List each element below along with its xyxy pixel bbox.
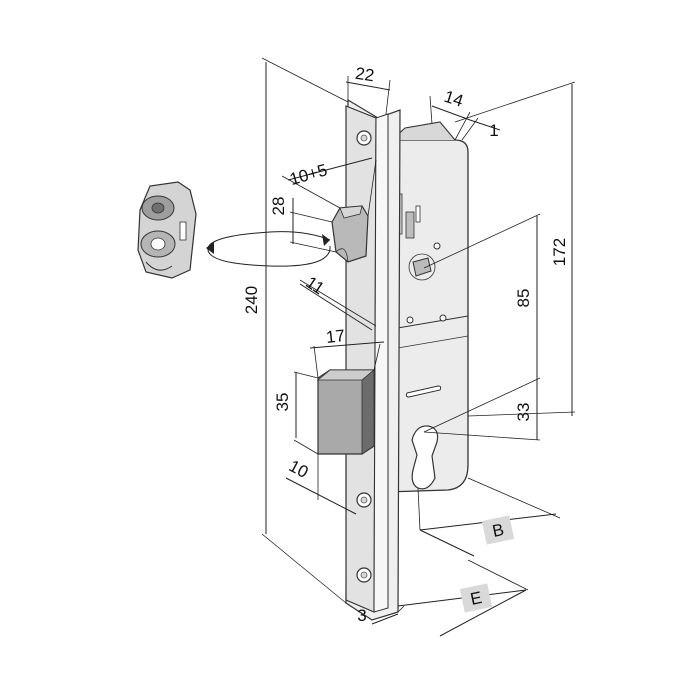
label-85: 85: [514, 289, 533, 308]
label-b: B: [491, 520, 506, 541]
label-10: 10: [286, 456, 312, 482]
label-28: 28: [269, 197, 288, 216]
label-240: 240: [242, 286, 261, 314]
latch-bolt: [331, 205, 369, 263]
reverse-arrow-icon: [206, 231, 331, 267]
label-10-plus-5: 10+5: [287, 160, 329, 189]
latch-detail-icon: [137, 181, 197, 279]
label-22: 22: [354, 64, 375, 85]
label-b-box: B: [481, 515, 515, 545]
label-1: 1: [489, 121, 498, 140]
label-e-box: E: [459, 583, 493, 613]
label-3: 3: [357, 606, 366, 625]
label-e: E: [469, 588, 484, 609]
faceplate: [345, 98, 401, 621]
label-17: 17: [325, 326, 346, 347]
label-35: 35: [273, 393, 292, 412]
dead-bolt: [316, 369, 376, 455]
label-172: 172: [550, 238, 569, 266]
dimension-lines: [261, 57, 576, 637]
label-14: 14: [442, 87, 466, 111]
label-33: 33: [514, 403, 533, 422]
